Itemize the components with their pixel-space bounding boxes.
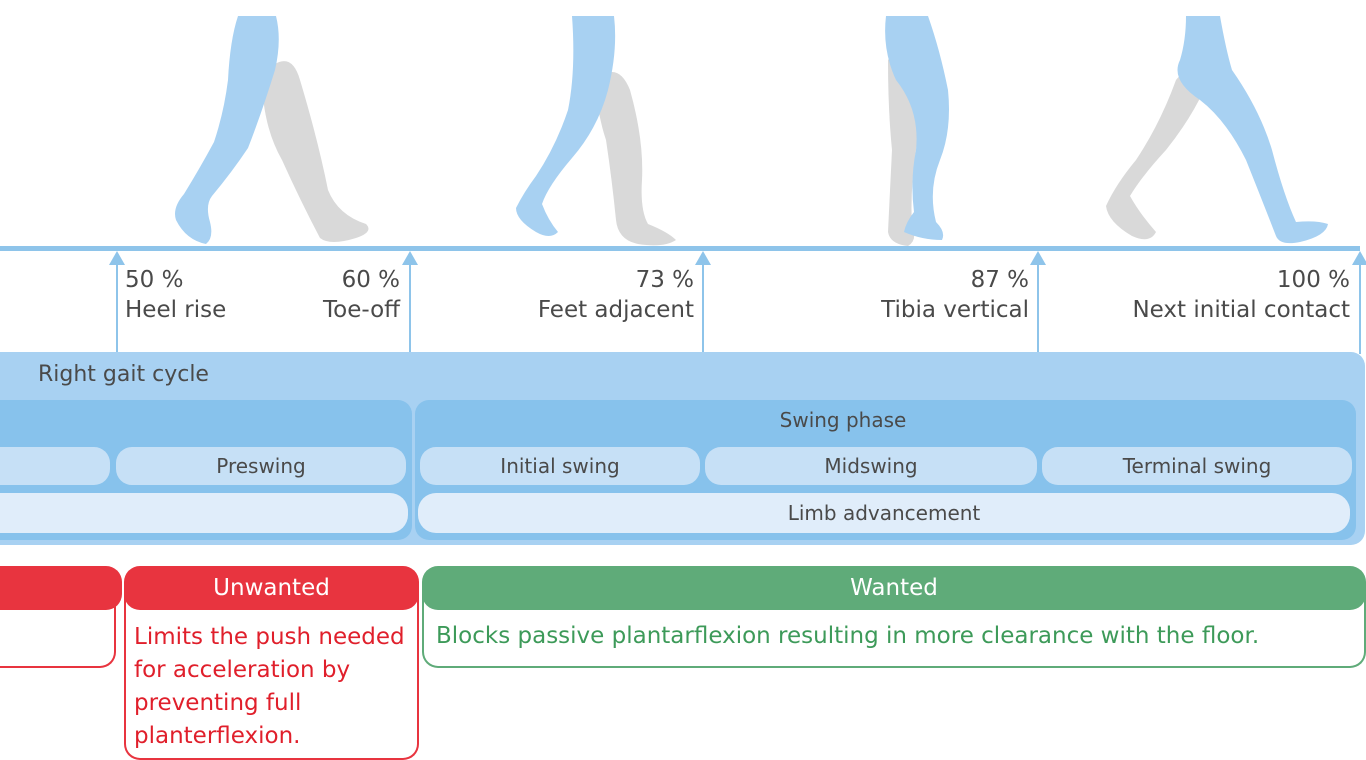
marker-50-event: Heel rise [125, 297, 227, 323]
marker-line-100 [1359, 262, 1361, 354]
wanted-card-body [422, 588, 1366, 668]
subphase-terminal-swing: Terminal swing [1042, 447, 1352, 485]
front-leg-1 [175, 16, 279, 244]
marker-arrow-100 [1352, 251, 1366, 265]
wanted-card-text: Blocks passive plantarflexion resulting … [436, 623, 1260, 649]
marker-arrow-60 [402, 251, 418, 265]
marker-73-event: Feet adjacent [537, 297, 694, 323]
gait-figures [175, 16, 1328, 246]
unwanted-card-header: Unwanted [124, 566, 419, 610]
front-leg-3 [885, 16, 949, 240]
task-stance [0, 493, 408, 533]
marker-100-percent: 100 % [1276, 267, 1350, 293]
back-leg-4 [1106, 71, 1204, 240]
marker-87-event: Tibia vertical [881, 297, 1029, 323]
marker-arrow-50 [109, 251, 125, 265]
marker-line-73 [702, 262, 704, 354]
marker-73-percent: 73 % [635, 267, 694, 293]
marker-60-percent: 60 % [341, 267, 400, 293]
back-leg-2 [596, 72, 676, 246]
gait-cycle-title: Right gait cycle [38, 362, 209, 387]
back-leg-1 [262, 61, 369, 243]
gait-figure-3 [885, 16, 949, 246]
timeline-axis [0, 246, 1360, 251]
marker-100-event: Next initial contact [1132, 297, 1350, 323]
marker-arrow-73 [695, 251, 711, 265]
gait-figure-1 [175, 16, 369, 244]
gait-figure-2 [516, 16, 676, 246]
marker-87-percent: 87 % [970, 267, 1029, 293]
marker-line-50 [116, 262, 118, 354]
marker-60-event: Toe-off [322, 297, 400, 323]
marker-50-percent: 50 % [125, 267, 184, 293]
unwanted-card-text: Limits the push needed for acceleration … [134, 624, 405, 749]
effect-card-partial-header [0, 566, 122, 610]
task-limb-advancement: Limb advancement [418, 493, 1350, 533]
subphase-initial-swing: Initial swing [420, 447, 700, 485]
marker-arrow-87 [1030, 251, 1046, 265]
marker-line-60 [409, 262, 411, 354]
wanted-card-header: Wanted [422, 566, 1366, 610]
subphase-previous [0, 447, 110, 485]
front-leg-2 [516, 16, 616, 236]
subphase-preswing: Preswing [116, 447, 406, 485]
effect-card-partial-body [0, 588, 116, 668]
front-leg-4 [1177, 16, 1328, 244]
subphase-midswing: Midswing [705, 447, 1037, 485]
unwanted-card-body [124, 588, 419, 760]
gait-figure-4 [1106, 16, 1328, 244]
marker-line-87 [1037, 262, 1039, 354]
swing-phase-title: Swing phase [779, 408, 907, 432]
